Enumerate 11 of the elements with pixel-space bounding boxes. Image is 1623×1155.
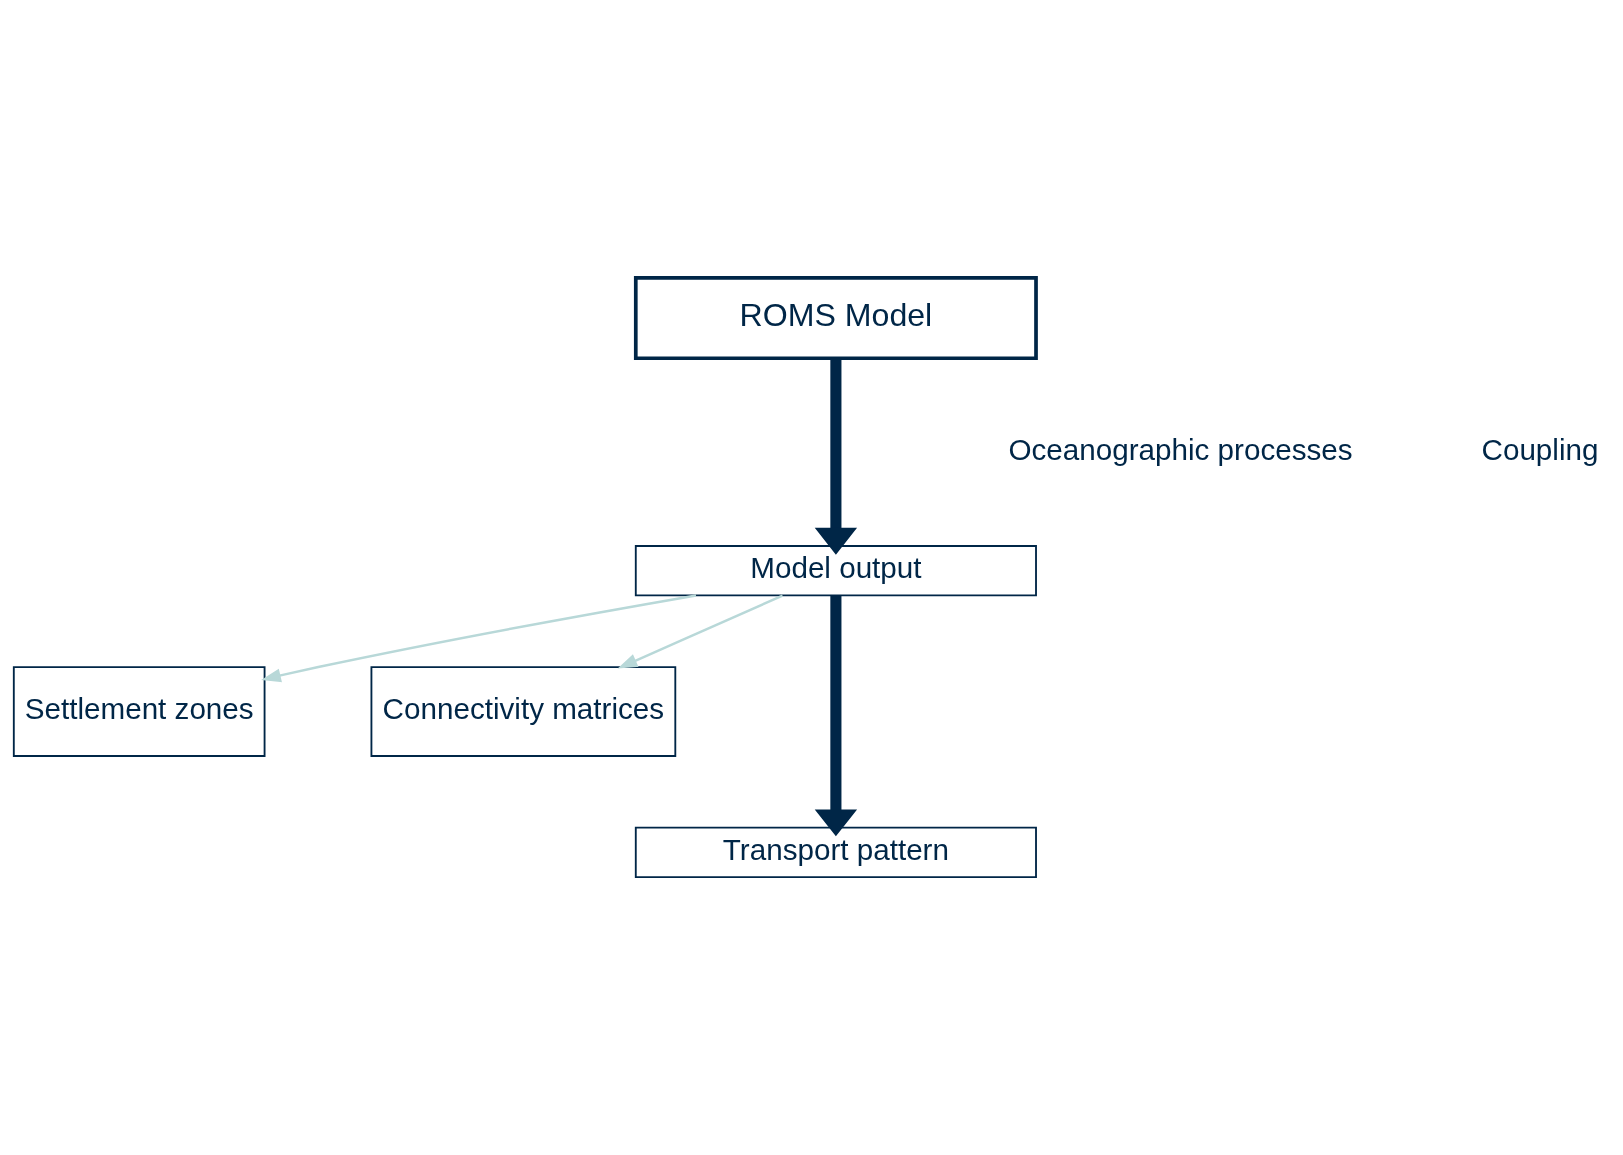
- arrow: [814, 358, 858, 555]
- node-box: ROMS Model: [633, 276, 1038, 361]
- label: Oceanographic processes: [1008, 432, 1353, 466]
- arrow: [814, 595, 858, 837]
- node-box: Settlement zones: [12, 666, 266, 757]
- arrow: [617, 594, 784, 669]
- arrow: [261, 594, 697, 683]
- label: Coupling: [1481, 432, 1599, 466]
- node-box: Model output: [634, 545, 1037, 597]
- node-box: Connectivity matrices: [370, 666, 677, 757]
- node-box: Transport pattern: [634, 826, 1037, 878]
